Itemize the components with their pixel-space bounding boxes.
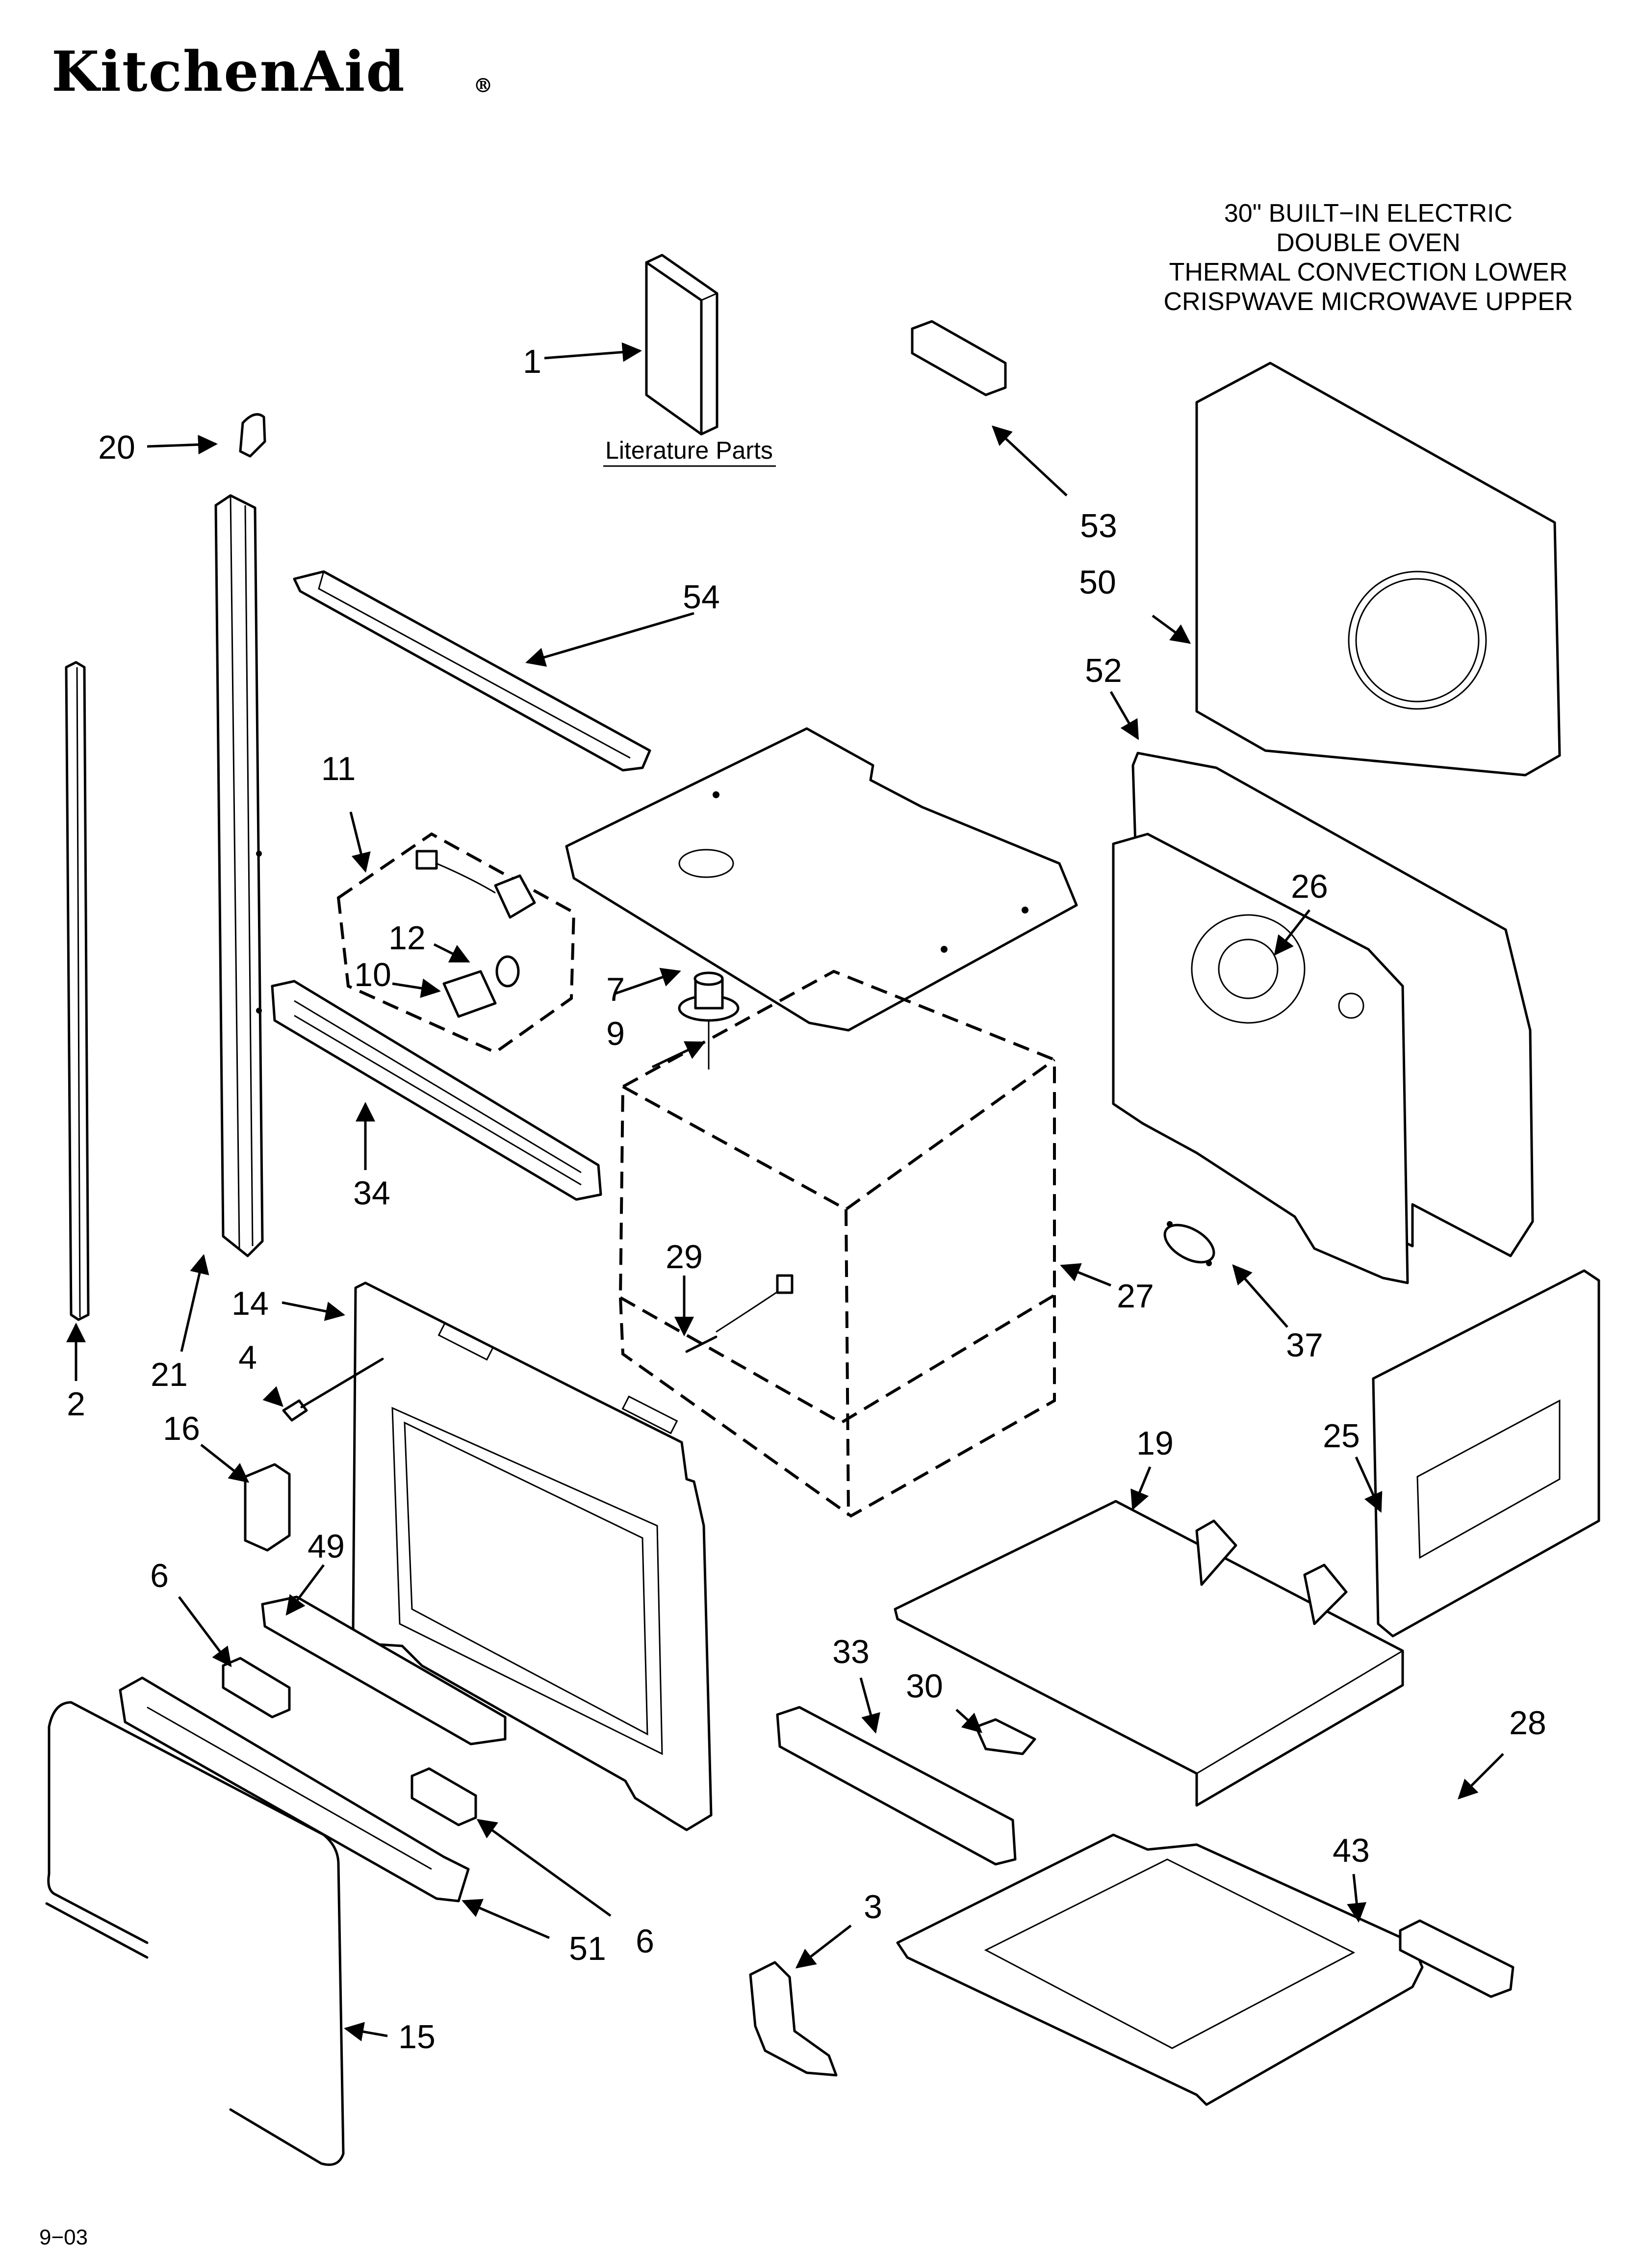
part-2-trim-rod: [65, 661, 90, 1321]
callout-27: 27: [1117, 1277, 1154, 1315]
callout-37: 37: [1286, 1327, 1323, 1364]
callout-26: 26: [1291, 868, 1328, 905]
callout-10: 10: [354, 956, 391, 993]
callout-51: 51: [569, 1930, 606, 1967]
part-4-screw: [282, 1357, 384, 1422]
callout-12: 12: [388, 919, 426, 957]
callout-25: 25: [1323, 1417, 1360, 1455]
callout-50: 50: [1079, 564, 1116, 601]
part-19-bottom-panel: [894, 1500, 1404, 1807]
callout-33: 33: [832, 1633, 870, 1670]
part-53-connector: [911, 320, 1007, 396]
callout-34: 34: [353, 1174, 390, 1212]
part-25-rear-panel: [1372, 1269, 1600, 1638]
callout-53: 53: [1080, 507, 1117, 545]
callout-16: 16: [163, 1410, 200, 1447]
part-43-base-pan: [896, 1833, 1424, 2106]
brand-logo-text: KitchenAid: [51, 40, 406, 104]
callout-3: 3: [864, 1888, 882, 1926]
part-28-terminal-block: [1399, 1919, 1514, 1998]
part-21-side-trim: [214, 494, 264, 1257]
callout-11: 11: [321, 750, 356, 787]
callout-9: 9: [606, 1015, 625, 1052]
callout-19: 19: [1136, 1425, 1174, 1462]
part-6-spacer-lower: [410, 1767, 477, 1826]
part-34-grille: [271, 980, 602, 1201]
part-26-convection-panel: [1112, 833, 1409, 1284]
part-3-hinge-bracket: [749, 1961, 838, 2077]
part-20-end-cap: [239, 413, 266, 458]
callout-6-upper: 6: [150, 1557, 169, 1594]
callout-30: 30: [906, 1668, 943, 1705]
title-line-1: 30" BUILT−IN ELECTRIC: [1224, 199, 1513, 228]
part-1-literature: [645, 254, 718, 436]
callout-2: 2: [67, 1385, 85, 1423]
part-37-thermal-fuse: [1163, 1221, 1215, 1266]
title-line-4: CRISPWAVE MICROWAVE UPPER: [1164, 287, 1573, 316]
part-29-sensor: [685, 1274, 794, 1353]
part-11-light-assembly: [336, 832, 576, 1054]
callout-28: 28: [1509, 1704, 1546, 1742]
callout-15: 15: [398, 2018, 436, 2056]
title-line-3: THERMAL CONVECTION LOWER: [1169, 258, 1568, 287]
callout-52: 52: [1085, 652, 1122, 689]
date-code: 9−03: [39, 2225, 88, 2249]
callout-54: 54: [683, 578, 720, 616]
part-9-fan-motor: [678, 971, 740, 1069]
part-50-back-panel: [1195, 362, 1561, 777]
callout-20: 20: [98, 429, 135, 466]
callout-labels: 1 20 53 50 54 52 11 26 12 10 7 9 34 29 2…: [67, 343, 1546, 2056]
leader-arrows: [66, 342, 1504, 2041]
callout-43: 43: [1333, 1832, 1370, 1869]
brand-logo: KitchenAid ®: [51, 40, 493, 104]
callout-7: 7: [606, 971, 625, 1008]
part-51-vent-trim: [119, 1676, 470, 1903]
part-16-hinge-receptacle: [244, 1463, 291, 1552]
part-14-front-frame: [352, 1281, 713, 1831]
callout-1: 1: [523, 343, 541, 380]
part-6-spacer-upper: [222, 1657, 291, 1719]
callout-6-lower: 6: [636, 1923, 654, 1960]
diagram-title: 30" BUILT−IN ELECTRIC DOUBLE OVEN THERMA…: [1164, 199, 1573, 316]
callout-4: 4: [238, 1339, 257, 1376]
callout-29: 29: [666, 1238, 703, 1276]
callout-14: 14: [231, 1285, 269, 1322]
part-15-door-gasket: [45, 1701, 345, 2166]
callout-21: 21: [151, 1356, 188, 1393]
part-54-vent-bar: [293, 570, 651, 772]
registered-mark: ®: [473, 74, 493, 97]
callout-49: 49: [308, 1528, 345, 1565]
title-line-2: DOUBLE OVEN: [1276, 229, 1461, 257]
literature-parts-label: Literature Parts: [605, 437, 773, 464]
part-33-trim-channel: [776, 1706, 1017, 1866]
part-30-small-bracket: [975, 1718, 1036, 1755]
part-7-top-cover: [565, 727, 1078, 1032]
part-27-oven-cavity: [618, 969, 1056, 1518]
